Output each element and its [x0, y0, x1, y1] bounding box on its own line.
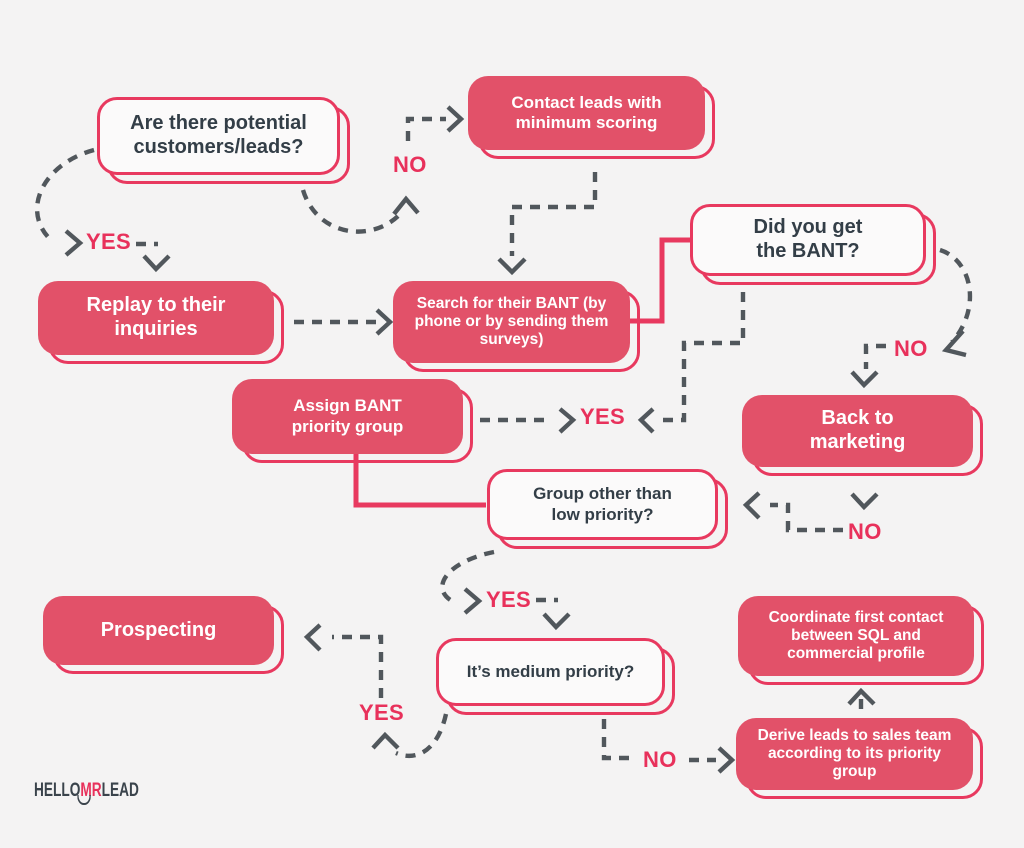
edge-q-bant-yes [480, 292, 746, 434]
node-contact-leads-minimum-scoring: Contact leads with minimum scoring [468, 76, 715, 159]
edge-replay-to-search [294, 308, 394, 336]
label-no-back-marketing: NO [848, 519, 882, 544]
edge-assign-to-q-group [353, 452, 486, 508]
node-back-to-marketing: Back to marketing [742, 395, 983, 476]
edge-contact-to-search [497, 172, 598, 276]
label-yes-q-potential: YES [86, 229, 131, 254]
edge-derive-to-coordinate [847, 687, 876, 709]
node-search-for-their-bant: Search for their BANT (by phone or by se… [393, 281, 640, 372]
node-derive-leads-to-sales-team: Derive leads to sales team according to … [736, 718, 983, 799]
edge-q-bant-no [850, 247, 973, 389]
node-its-medium-priority: It’s medium priority? [436, 638, 675, 715]
logo-lead: LEAD [101, 780, 139, 801]
label-no-q-potential: NO [393, 152, 427, 177]
node-assign-bant-priority-group: Assign BANT priority group [232, 379, 473, 463]
label-no-q-medium: NO [643, 747, 677, 772]
node-group-other-than-low-priority: Group other than low priority? [487, 469, 728, 549]
edge-search-bant-to-q-bant [628, 237, 690, 324]
logo-smile-mark [77, 795, 91, 805]
edge-q-potential-yes [34, 147, 171, 273]
edge-q-medium-yes [303, 623, 449, 759]
label-no-q-bant: NO [894, 336, 928, 361]
edge-q-potential-no [300, 105, 465, 234]
logo-hello: HELLO [34, 780, 81, 801]
node-replay-to-their-inquiries: Replay to their inquiries [38, 281, 284, 364]
label-yes-q-bant: YES [580, 404, 625, 429]
label-yes-q-medium: YES [359, 700, 404, 725]
node-did-you-get-the-bant: Did you get the BANT? [690, 204, 936, 285]
hellomrlead-logo: HELLOMRLEAD [34, 780, 139, 805]
node-coordinate-first-contact: Coordinate first contact between SQL and… [738, 596, 984, 685]
edge-q-group-yes [440, 549, 571, 631]
label-yes-q-group: YES [486, 587, 531, 612]
edge-back-marketing-no [742, 491, 879, 533]
edge-q-medium-no [601, 719, 736, 774]
node-are-there-potential-leads: Are there potential customers/leads? [97, 97, 350, 184]
node-prospecting: Prospecting [43, 596, 284, 674]
